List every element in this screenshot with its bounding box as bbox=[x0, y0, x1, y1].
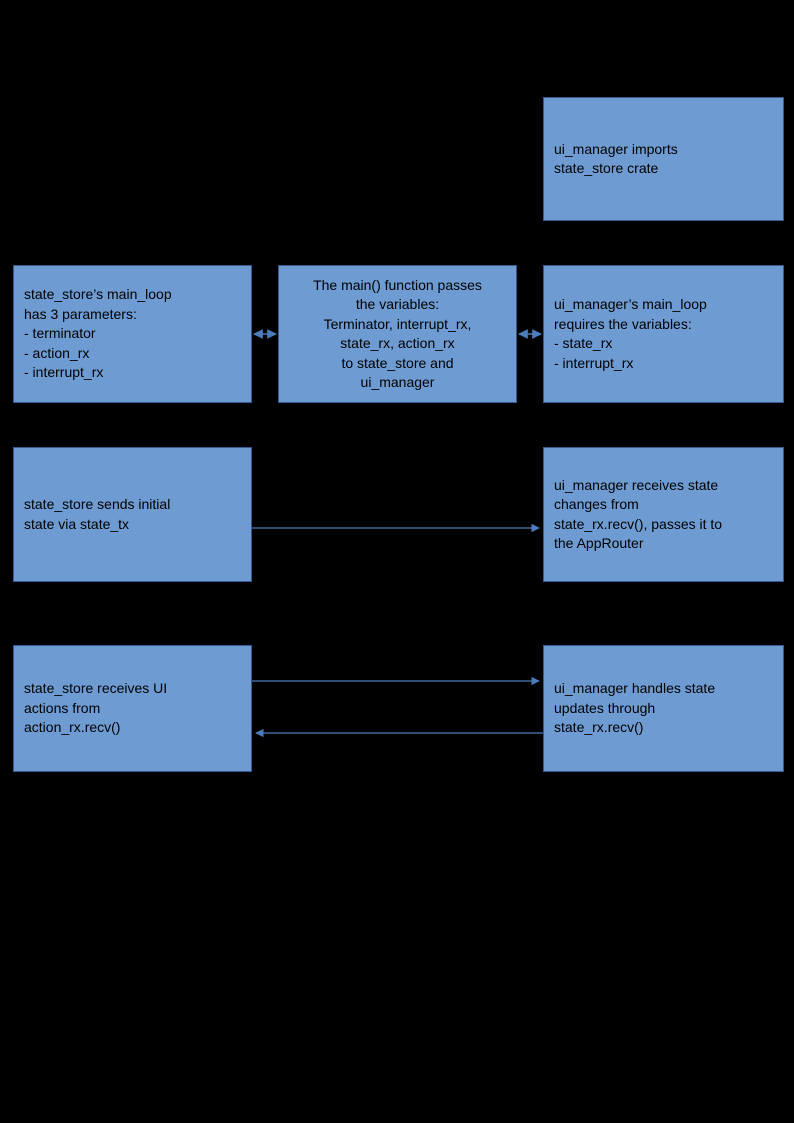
node-label: ui_manager receives state changes from s… bbox=[554, 476, 723, 552]
node-label: state_store’s main_loop has 3 parameters… bbox=[24, 286, 172, 381]
node-state-store-sends-initial-state[interactable]: state_store sends initial state via stat… bbox=[13, 447, 252, 582]
node-label: state_store receives UI actions from act… bbox=[24, 680, 168, 736]
node-state-store-receives-ui-actions[interactable]: state_store receives UI actions from act… bbox=[13, 645, 252, 772]
node-main-function-passes-variables[interactable]: The main() function passes the variables… bbox=[278, 265, 517, 403]
node-label: ui_manager imports state_store crate bbox=[554, 140, 678, 177]
node-ui-manager-receives-state-changes[interactable]: ui_manager receives state changes from s… bbox=[543, 447, 784, 582]
node-label: The main() function passes the variables… bbox=[313, 276, 482, 391]
node-state-store-main-loop-params[interactable]: state_store’s main_loop has 3 parameters… bbox=[13, 265, 252, 403]
node-label: ui_manager’s main_loop requires the vari… bbox=[554, 296, 707, 371]
node-label: state_store sends initial state via stat… bbox=[24, 496, 171, 532]
node-ui-manager-imports[interactable]: ui_manager imports state_store crate bbox=[543, 97, 784, 221]
node-ui-manager-handles-state-updates[interactable]: ui_manager handles state updates through… bbox=[543, 645, 784, 772]
node-label: ui_manager handles state updates through… bbox=[554, 680, 716, 736]
node-ui-manager-main-loop-requires[interactable]: ui_manager’s main_loop requires the vari… bbox=[543, 265, 784, 403]
